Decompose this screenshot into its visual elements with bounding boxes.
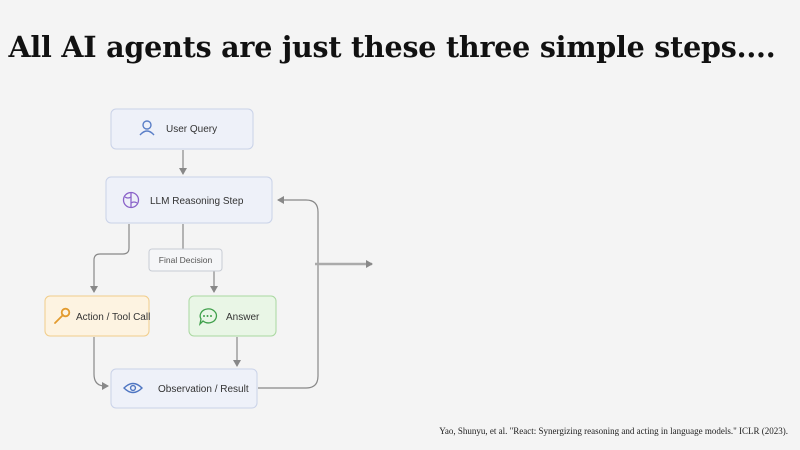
wrench-icon [54, 307, 71, 324]
edge-observation-loop-back [258, 196, 319, 389]
node-llm-reasoning: LLM Reasoning Step [105, 176, 273, 224]
edge-action-to-observation [93, 337, 109, 390]
brain-icon [122, 191, 140, 209]
edge-reasoning-to-action [90, 224, 130, 293]
node-llm-reasoning-label: LLM Reasoning Step [150, 196, 244, 207]
node-observation-result-label: Observation / Result [158, 384, 249, 395]
citation: Yao, Shunyu, et al. "React: Synergizing … [439, 426, 788, 436]
node-user-query: User Query [110, 108, 254, 150]
eye-icon [123, 382, 143, 394]
node-answer: Answer [188, 295, 277, 337]
chat-bubble-icon [198, 308, 218, 326]
connectors [90, 150, 373, 390]
slide-title: All AI agents are just these three simpl… [8, 30, 776, 64]
node-answer-label: Answer [226, 312, 260, 323]
node-final-decision-label: Final Decision [159, 255, 213, 265]
node-final-decision: Final Decision [148, 248, 223, 272]
node-action-tool-call: Action / Tool Call [44, 295, 150, 337]
person-icon [139, 120, 155, 136]
node-observation-result: Observation / Result [110, 368, 258, 409]
node-action-tool-call-label: Action / Tool Call [76, 312, 150, 323]
node-user-query-label: User Query [166, 124, 217, 135]
